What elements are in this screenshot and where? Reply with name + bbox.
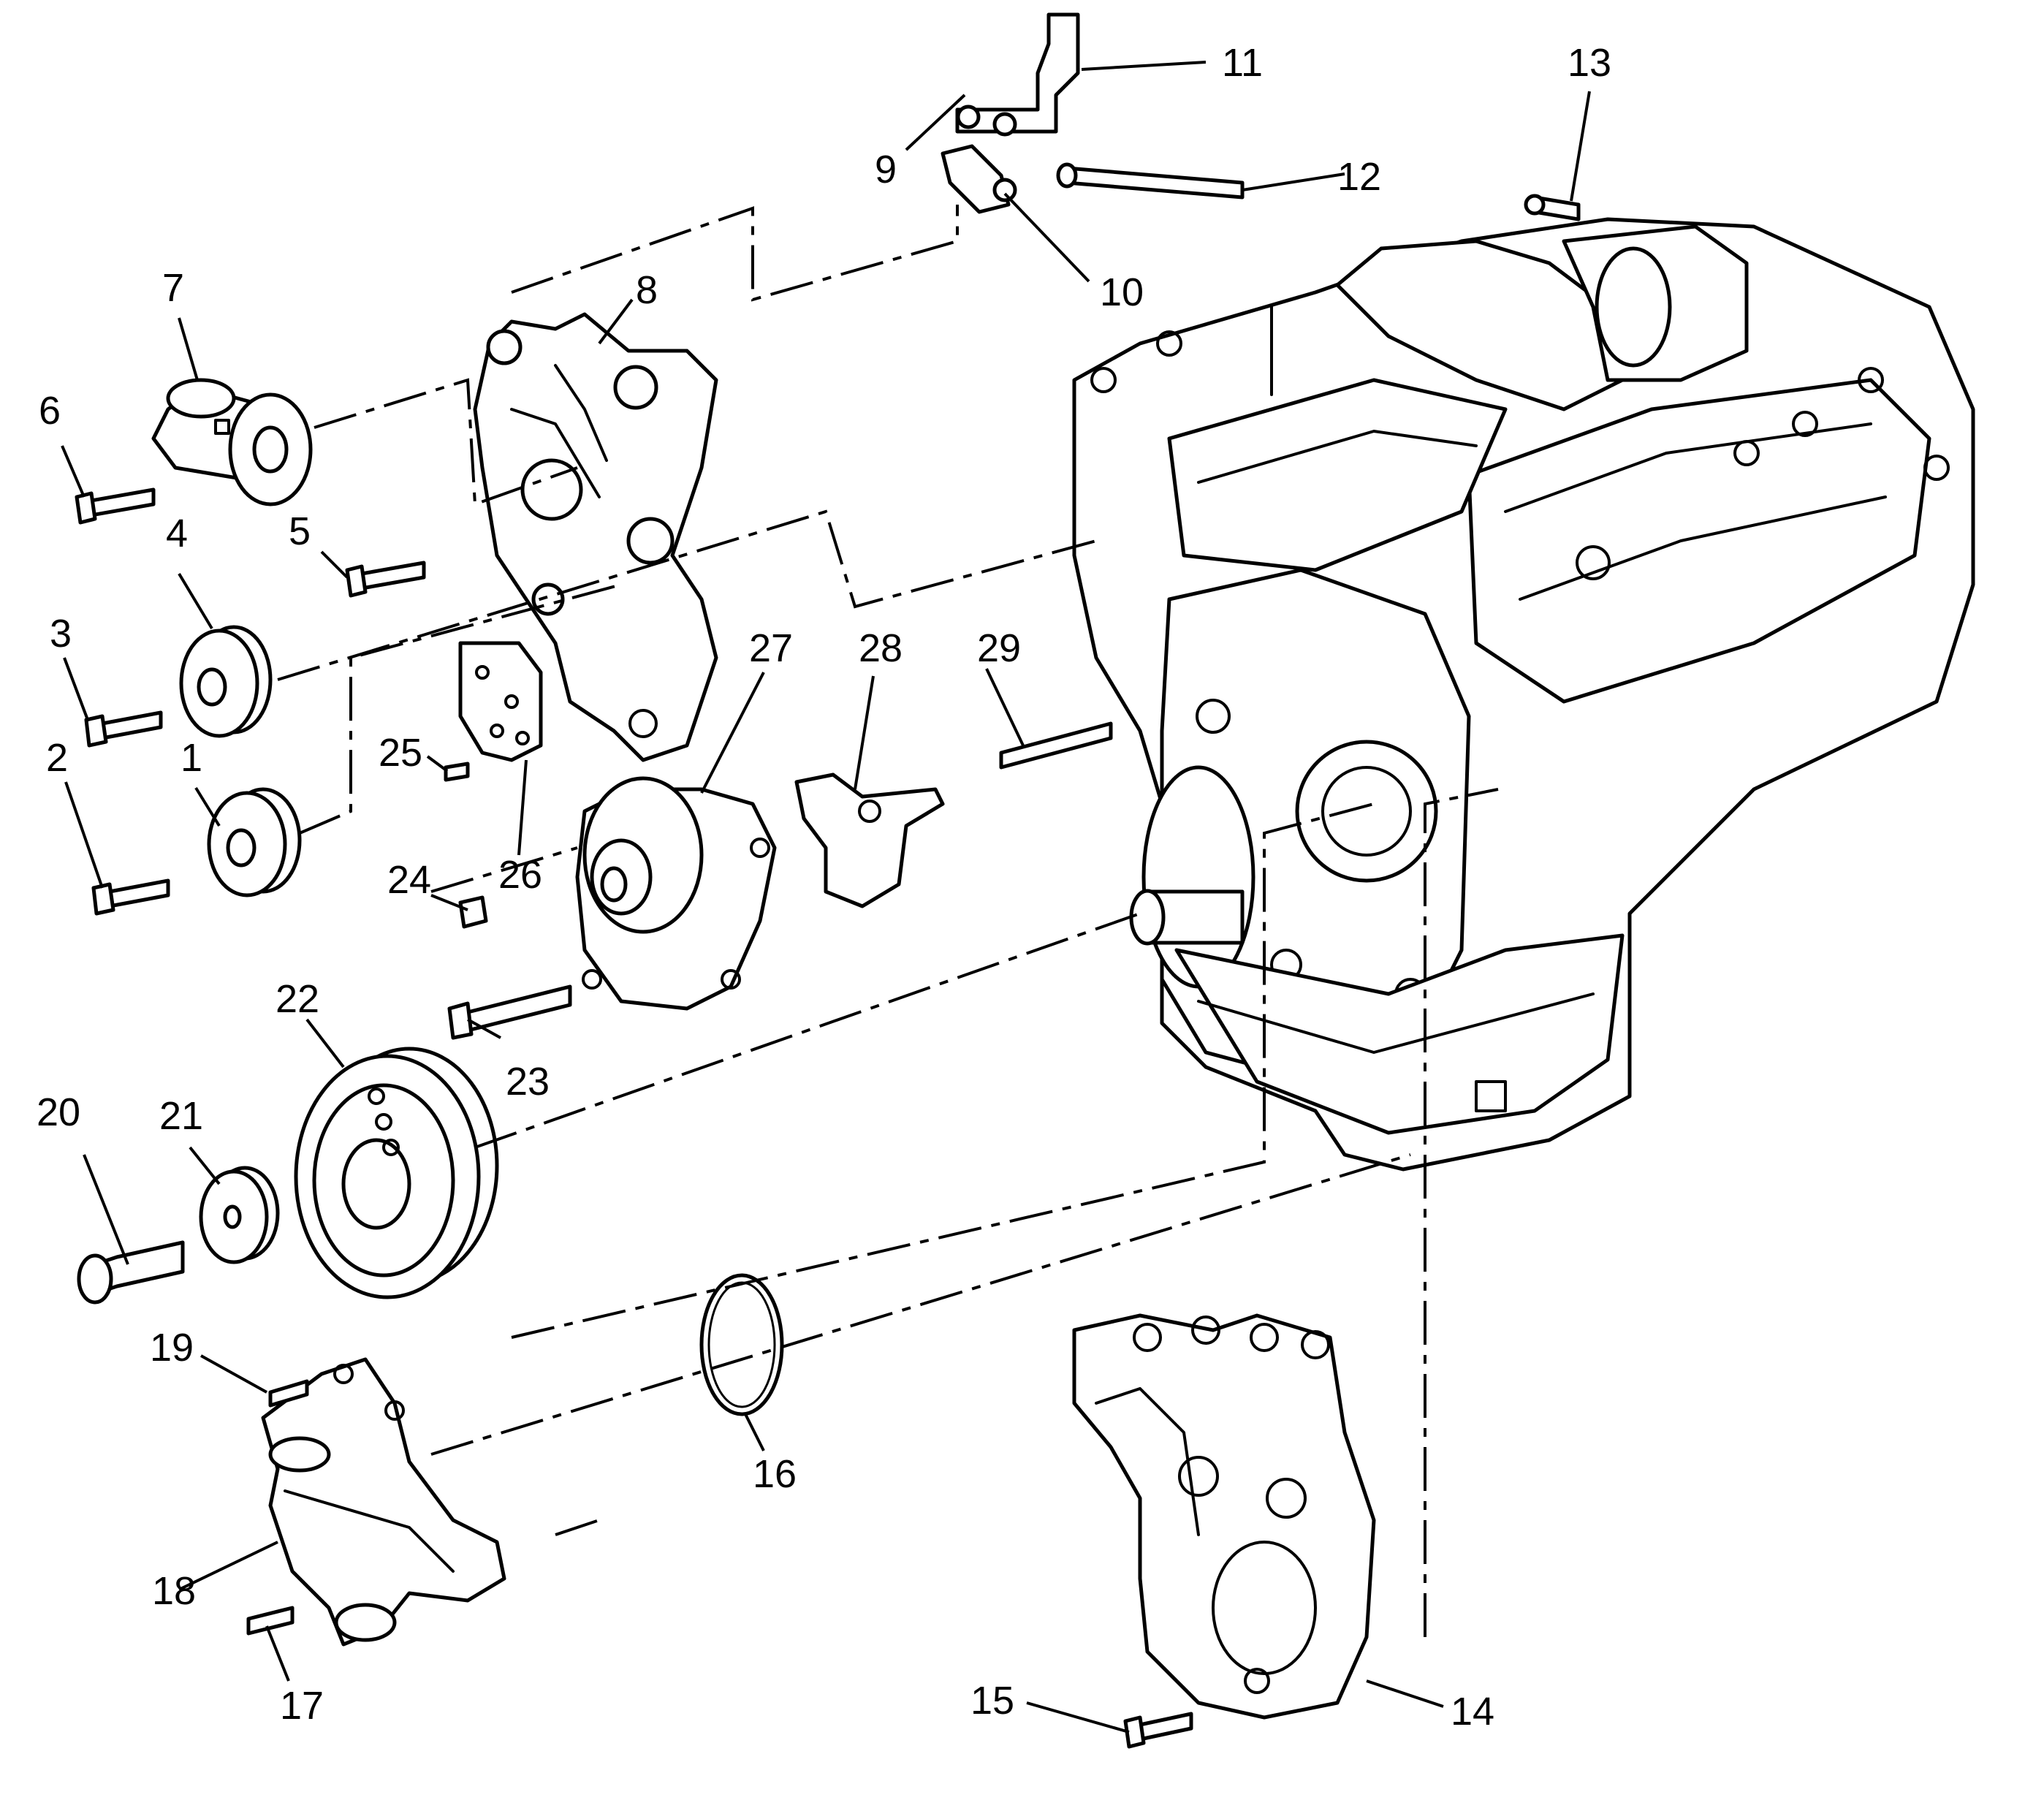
upper-bracket-11 bbox=[955, 12, 1080, 137]
assembly-lines bbox=[277, 205, 1499, 1637]
crankshaft-balancer bbox=[294, 1047, 499, 1299]
balancer-bolt bbox=[77, 1240, 185, 1305]
heat-shield bbox=[458, 641, 543, 762]
engine-block bbox=[1072, 217, 1975, 1172]
hose-12 bbox=[1056, 162, 1245, 200]
callout-12: 12 bbox=[1337, 155, 1381, 199]
support-bracket bbox=[794, 772, 945, 908]
callout-22: 22 bbox=[276, 977, 319, 1021]
callout-6: 6 bbox=[39, 389, 61, 433]
callout-10: 10 bbox=[1100, 270, 1144, 314]
callout-21: 21 bbox=[159, 1094, 203, 1138]
callout-27: 27 bbox=[749, 626, 793, 670]
callout-15: 15 bbox=[970, 1679, 1014, 1723]
callout-18: 18 bbox=[152, 1569, 196, 1613]
callout-19: 19 bbox=[150, 1326, 194, 1370]
idler-pulley-1 bbox=[207, 787, 302, 897]
callout-9: 9 bbox=[875, 148, 897, 191]
callout-25: 25 bbox=[379, 731, 422, 775]
water-pump bbox=[575, 776, 777, 1011]
callout-24: 24 bbox=[387, 858, 431, 902]
callout-13: 13 bbox=[1568, 41, 1611, 85]
callout-26: 26 bbox=[498, 853, 542, 897]
callout-17: 17 bbox=[280, 1684, 324, 1728]
water-outlet-housing bbox=[261, 1357, 506, 1647]
callout-20: 20 bbox=[37, 1090, 80, 1134]
callout-2: 2 bbox=[46, 736, 68, 780]
sensor-10 bbox=[941, 144, 1017, 214]
callout-labels: 1 2 3 4 5 6 7 8 9 10 11 12 13 14 15 16 1… bbox=[37, 41, 1611, 1734]
callout-28: 28 bbox=[859, 626, 903, 670]
callout-16: 16 bbox=[753, 1452, 797, 1496]
leader-lines bbox=[61, 61, 1591, 1734]
callout-29: 29 bbox=[977, 626, 1021, 670]
idler-pulley-4 bbox=[179, 625, 273, 738]
accessory-bracket bbox=[473, 312, 718, 762]
o-ring-seal bbox=[699, 1273, 784, 1416]
callout-11: 11 bbox=[1222, 41, 1263, 85]
callout-7: 7 bbox=[162, 266, 184, 310]
callout-1: 1 bbox=[181, 736, 202, 780]
fasteners bbox=[75, 487, 1193, 1749]
callout-8: 8 bbox=[636, 268, 658, 312]
balancer-washer bbox=[199, 1166, 280, 1264]
belt-tensioner bbox=[151, 378, 313, 506]
callout-14: 14 bbox=[1451, 1690, 1494, 1734]
callout-4: 4 bbox=[166, 512, 188, 555]
front-cover-bracket bbox=[1072, 1313, 1376, 1720]
callout-23: 23 bbox=[506, 1060, 550, 1104]
callout-3: 3 bbox=[50, 612, 72, 656]
stud-13 bbox=[1524, 194, 1581, 221]
callout-5: 5 bbox=[289, 509, 311, 553]
